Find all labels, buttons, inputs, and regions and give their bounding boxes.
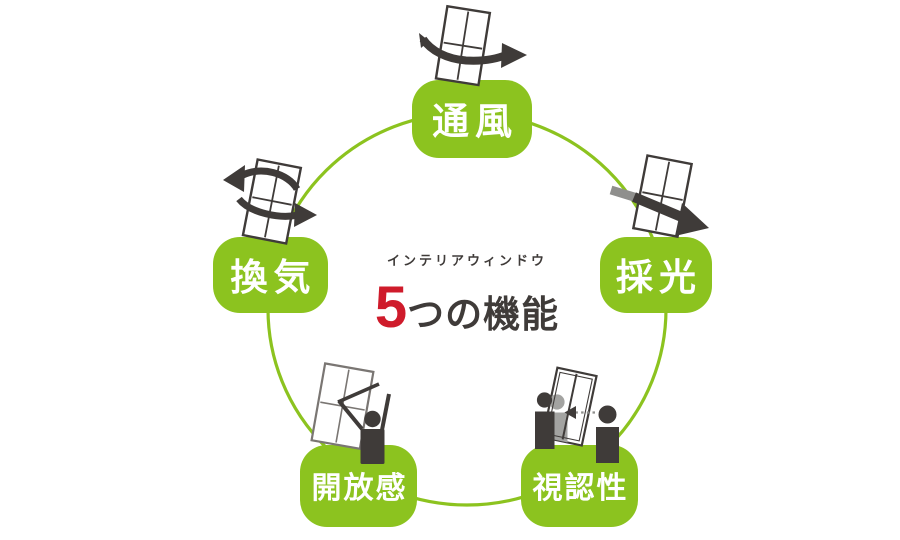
center-subtitle: インテリアウィンドウ (386, 253, 547, 268)
window-double-arrow-icon (223, 158, 317, 245)
window-light-arrow-icon (609, 154, 709, 239)
center-headline: 5つの機能 (331, 279, 603, 338)
node-air-exchange-label: 換気 (230, 257, 317, 298)
node-openness-label: 開放感 (311, 472, 408, 505)
node-daylighting: 採光 (600, 237, 712, 313)
node-visibility: 視認性 (521, 445, 638, 527)
window-swing-arrow-icon (419, 4, 527, 87)
center-caption: インテリアウィンドウ 5つの機能 (331, 250, 603, 338)
headline-number: 5 (374, 275, 408, 340)
node-air-exchange: 換気 (213, 237, 328, 313)
node-daylighting-label: 採光 (616, 257, 702, 298)
node-ventilation-label: 通風 (432, 101, 518, 142)
node-visibility-label: 視認性 (532, 472, 629, 505)
node-openness: 開放感 (300, 445, 417, 527)
node-ventilation: 通風 (412, 80, 532, 158)
headline-text: つの機能 (407, 294, 560, 335)
